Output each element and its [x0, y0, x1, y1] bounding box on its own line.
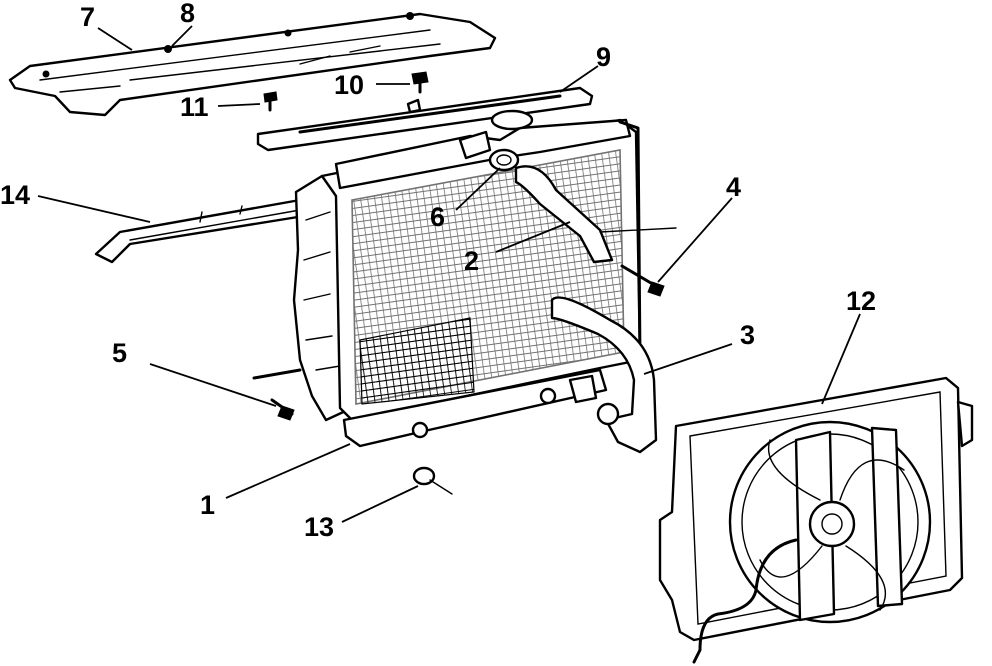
side-bracket [94, 198, 314, 264]
drain-plug-13 [412, 466, 453, 495]
bolt-10 [411, 71, 429, 94]
leader-lines [37, 25, 861, 523]
callout-3: 3 [740, 320, 755, 350]
callout-12: 12 [846, 286, 876, 316]
callout-labels: 7 8 9 10 11 14 6 2 4 5 3 12 1 13 [0, 0, 876, 542]
bolt-11 [263, 91, 278, 112]
callout-10: 10 [334, 70, 364, 100]
callout-1: 1 [200, 490, 215, 520]
lower-hose [550, 296, 658, 454]
callout-7: 7 [80, 2, 95, 32]
callout-2: 2 [464, 246, 479, 276]
upper-hose [514, 165, 677, 264]
bolt-5 [252, 368, 302, 421]
callout-8: 8 [180, 0, 195, 28]
callout-13: 13 [304, 512, 334, 542]
callout-9: 9 [596, 42, 611, 72]
inlet-neck-6 [488, 148, 520, 172]
radiator [292, 109, 642, 448]
upper-bracket [256, 86, 594, 152]
callout-11: 11 [180, 92, 209, 122]
callout-6: 6 [430, 202, 445, 232]
callout-4: 4 [726, 172, 741, 202]
bolt-4 [620, 264, 665, 297]
callout-14: 14 [0, 180, 30, 210]
upper-support-panel [8, 12, 497, 117]
fan-shroud [658, 376, 974, 664]
callout-5: 5 [112, 338, 127, 368]
